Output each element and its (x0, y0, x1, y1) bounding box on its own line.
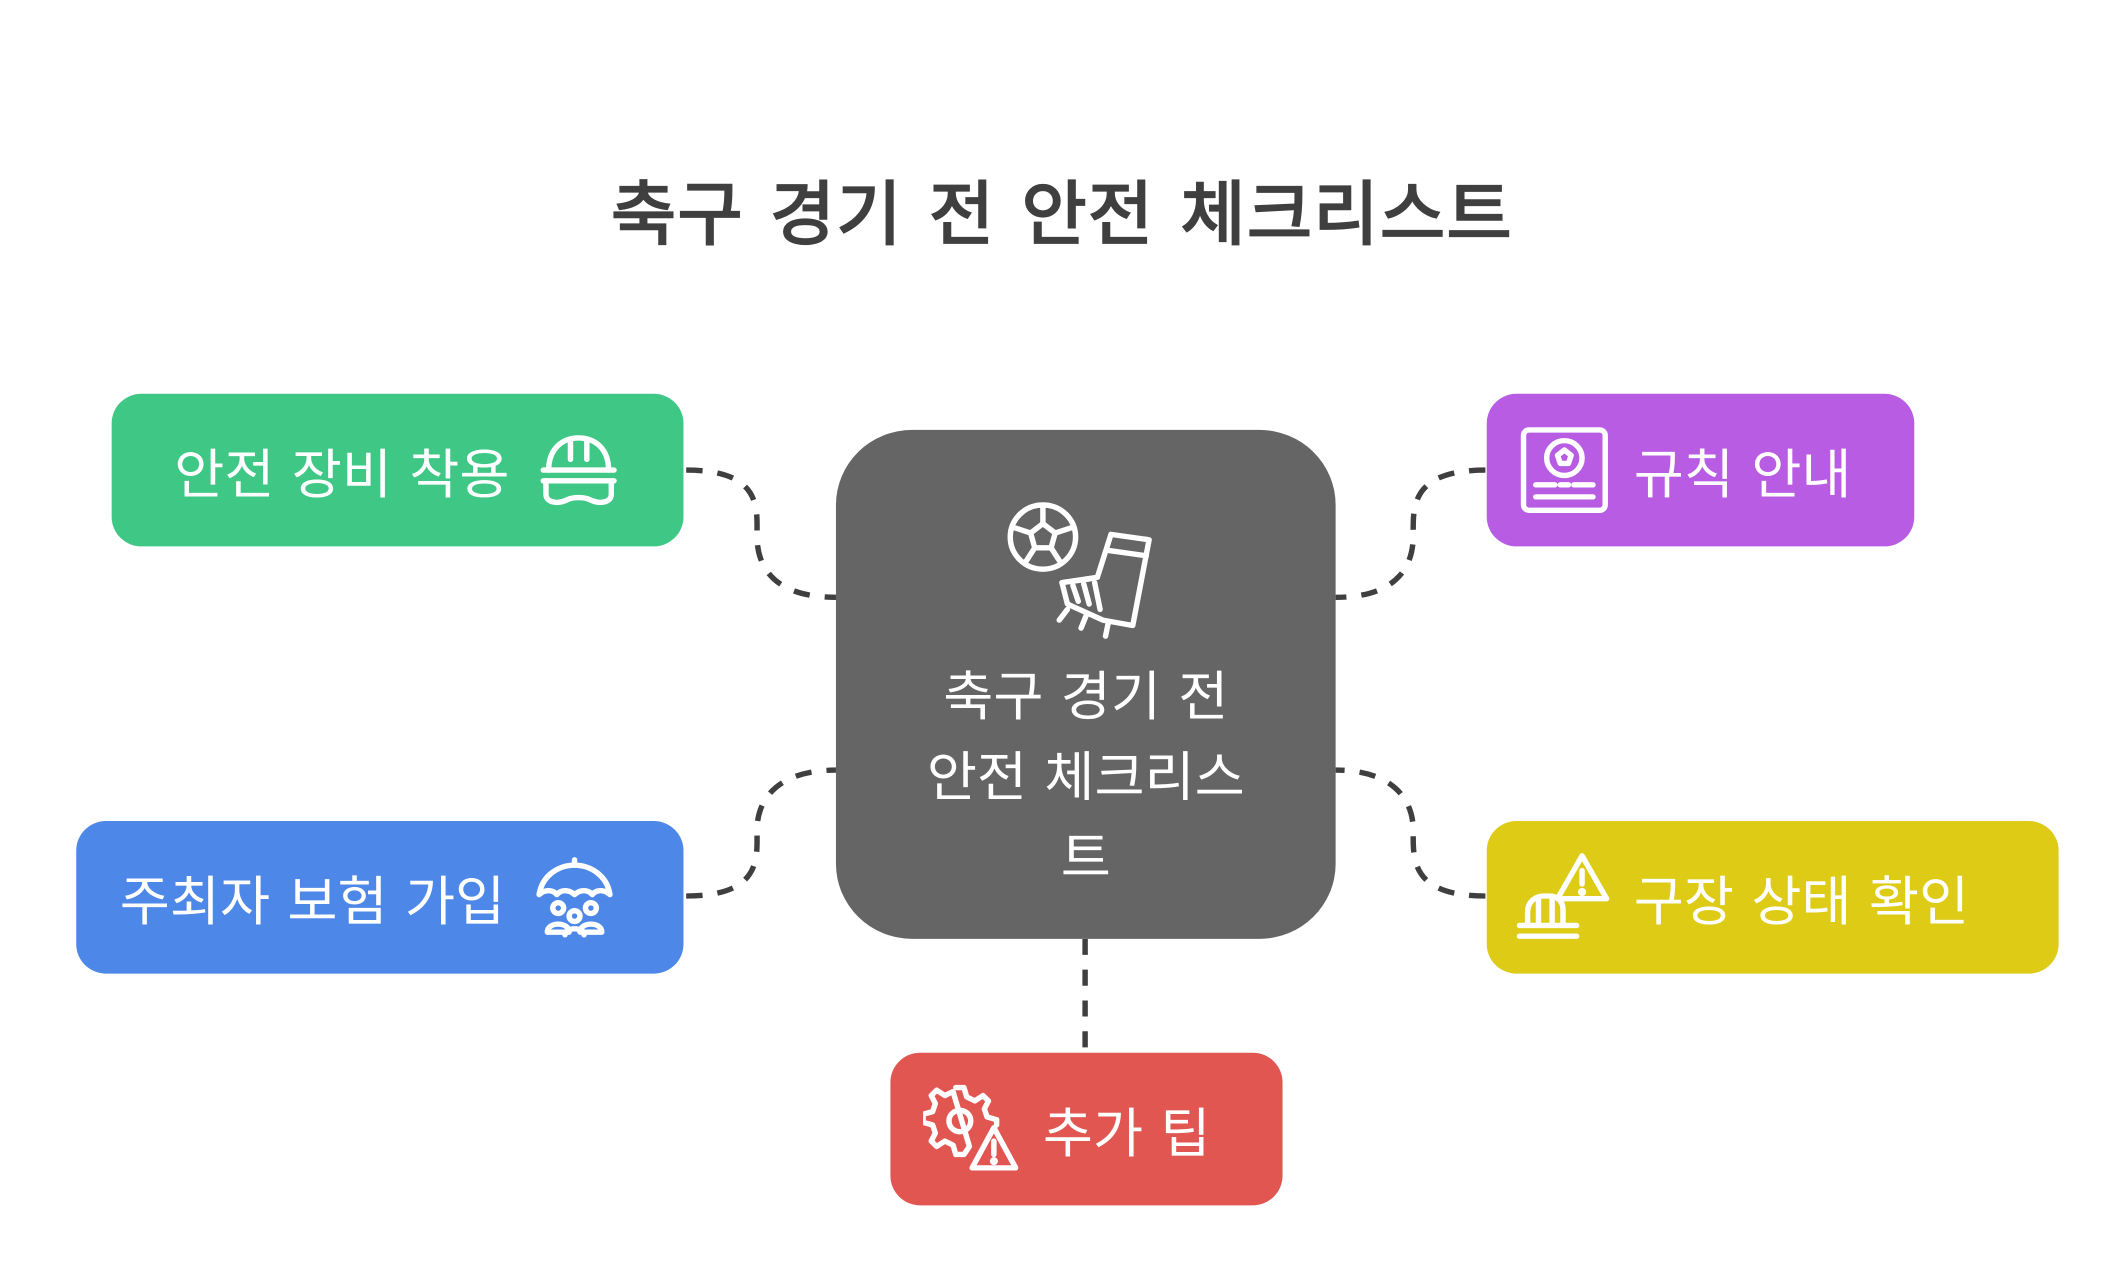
gear-warning-icon (923, 1082, 1019, 1176)
branch-rules: 규칙 안내 (1486, 393, 1915, 547)
branch-safety-gear: 안전 장비 착용 (111, 393, 684, 547)
diagram-title: 축구 경기 전 안전 체크리스트 (610, 175, 1513, 256)
center-label-line: 축구 경기 전 (943, 666, 1229, 729)
center-label-line: 안전 체크리스 (926, 747, 1245, 809)
soccer-rulebook-icon (1517, 423, 1612, 517)
branch-rules-label: 규칙 안내 (1633, 444, 1852, 507)
branch-field-label: 구장 상태 확인 (1633, 871, 1970, 934)
connector-field (1335, 767, 1486, 899)
soccer-ball-and-cleat-icon (1007, 502, 1152, 639)
umbrella-people-icon (527, 850, 622, 944)
branch-insurance-label: 주최자 보험 가입 (119, 871, 506, 934)
field-warning-icon (1516, 850, 1612, 944)
branch-safety-gear-label: 안전 장비 착용 (174, 444, 510, 507)
center-label: 축구 경기 전 안전 체크리스 트 (863, 658, 1308, 899)
connector-rules (1335, 467, 1486, 601)
branch-tips: 추가 팁 (890, 1052, 1283, 1206)
connector-insurance (686, 767, 836, 899)
branch-tips-label: 추가 팁 (1042, 1103, 1211, 1166)
branch-insurance: 주최자 보험 가입 (76, 820, 684, 974)
hard-hat-icon (531, 423, 626, 517)
center-node: 축구 경기 전 안전 체크리스 트 (835, 429, 1336, 939)
connector-safety-gear (686, 467, 836, 601)
center-label-line: 트 (1060, 827, 1111, 890)
branch-field: 구장 상태 확인 (1486, 820, 2059, 974)
